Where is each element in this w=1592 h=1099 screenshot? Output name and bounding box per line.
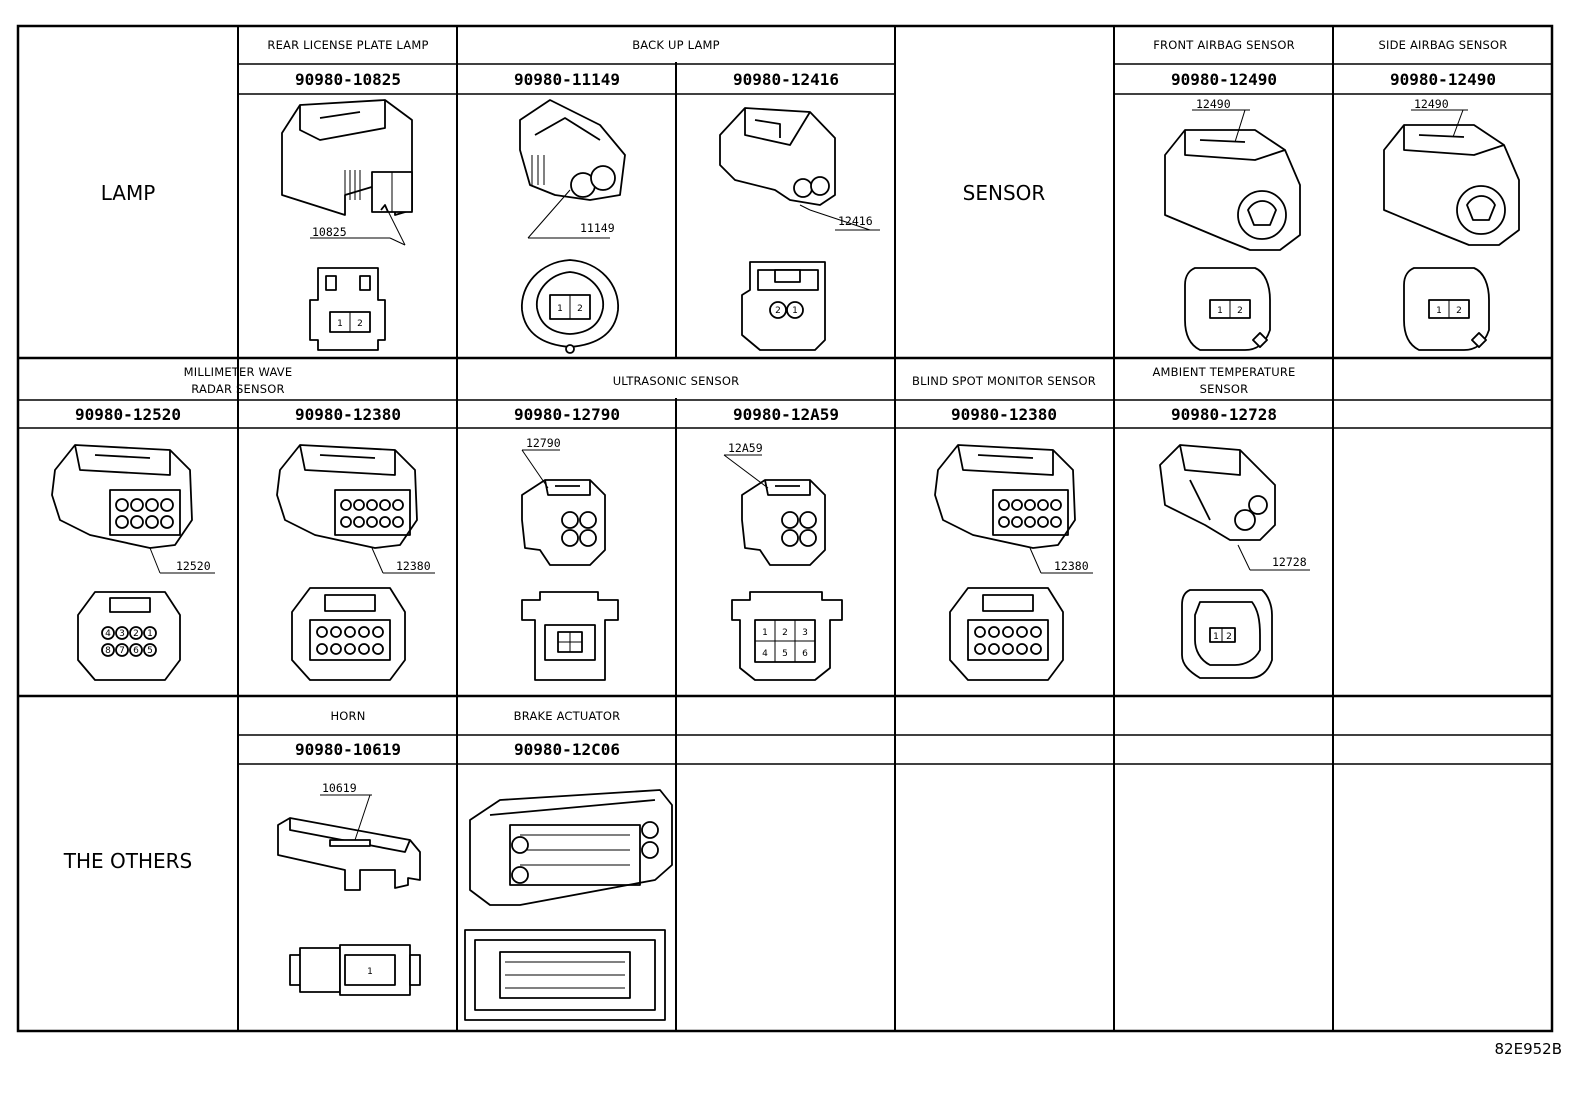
label-ambient-temperature-line1: AMBIENT TEMPERATURE (1152, 365, 1295, 379)
svg-text:3: 3 (802, 628, 808, 638)
callout-11149: 11149 (580, 221, 615, 235)
svg-text:4: 4 (762, 649, 768, 659)
callout-12490-side: 12490 (1414, 97, 1449, 111)
svg-text:2: 2 (1237, 306, 1243, 316)
svg-text:1: 1 (1436, 306, 1442, 316)
callout-12790: 12790 (526, 436, 561, 450)
svg-text:1: 1 (367, 967, 373, 977)
connector-10619-drawing: 10619 (277, 781, 421, 891)
part-number-12380-bsm: 90980-12380 (951, 405, 1057, 424)
svg-text:6: 6 (133, 646, 139, 656)
connector-12C06-drawing (469, 789, 673, 906)
connector-12520-drawing: 12520 (51, 444, 215, 574)
connector-12520-face: 4 3 2 1 8 7 6 5 (77, 591, 181, 681)
drawing-reference-code: 82E952B (1494, 1040, 1563, 1058)
label-blind-spot-monitor-sensor: BLIND SPOT MONITOR SENSOR (912, 374, 1096, 388)
svg-text:4: 4 (105, 629, 111, 639)
category-sensor: SENSOR (963, 181, 1046, 205)
connector-12416-drawing: 12416 (719, 107, 880, 231)
callout-12380-bsm: 12380 (1054, 559, 1089, 573)
svg-text:1: 1 (557, 304, 563, 314)
svg-text:8: 8 (105, 646, 111, 656)
svg-text:3: 3 (119, 629, 125, 639)
connector-12C06-face (464, 929, 666, 1021)
svg-text:1: 1 (337, 319, 343, 329)
label-front-airbag-sensor: FRONT AIRBAG SENSOR (1153, 38, 1295, 52)
category-others: THE OTHERS (63, 849, 192, 873)
callout-12490-front: 12490 (1196, 97, 1231, 111)
part-number-11149: 90980-11149 (514, 70, 620, 89)
connector-12380-radar-face (291, 587, 406, 681)
label-rear-license-plate-lamp: REAR LICENSE PLATE LAMP (267, 38, 428, 52)
callout-12520: 12520 (176, 559, 211, 573)
category-lamp: LAMP (101, 181, 156, 205)
connector-12728-face: 1 2 (1181, 589, 1273, 679)
connector-10825-drawing: 10825 (281, 99, 413, 246)
connector-12A59-drawing: 12A59 (723, 441, 826, 566)
part-number-12490-front: 90980-12490 (1171, 70, 1277, 89)
connector-12416-face: 2 1 (741, 261, 826, 351)
connector-12380-bsm-drawing: 12380 (934, 444, 1093, 574)
label-millimeter-wave-line1: MILLIMETER WAVE (184, 365, 293, 379)
connector-12790-drawing: 12790 (521, 436, 606, 566)
part-number-10619: 90980-10619 (295, 740, 401, 759)
svg-text:1: 1 (147, 629, 153, 639)
connector-12490-side-face: 1 2 (1403, 267, 1490, 351)
svg-text:2: 2 (1456, 306, 1462, 316)
connector-11149-drawing: 11149 (519, 99, 626, 239)
connector-12380-bsm-face (949, 587, 1064, 681)
part-number-12C06: 90980-12C06 (514, 740, 620, 759)
svg-text:6: 6 (802, 649, 808, 659)
svg-text:2: 2 (782, 628, 788, 638)
part-number-12728: 90980-12728 (1171, 405, 1277, 424)
label-ultrasonic-sensor: ULTRASONIC SENSOR (613, 374, 740, 388)
svg-text:1: 1 (1217, 306, 1223, 316)
connector-12A59-face: 1 2 3 4 5 6 (731, 591, 843, 681)
connector-12490-front-face: 1 2 (1184, 267, 1271, 351)
part-number-12790: 90980-12790 (514, 405, 620, 424)
connector-11149-face: 1 2 (521, 259, 619, 354)
callout-12A59: 12A59 (728, 441, 763, 455)
connector-10825-face: 1 2 (309, 267, 386, 351)
part-number-12A59: 90980-12A59 (733, 405, 839, 424)
connector-12490-front-drawing: 12490 (1164, 97, 1301, 251)
svg-text:5: 5 (782, 649, 788, 659)
connector-12380-radar-drawing: 12380 (276, 444, 435, 574)
svg-text:2: 2 (133, 629, 139, 639)
part-number-12416: 90980-12416 (733, 70, 839, 89)
part-number-12380-radar: 90980-12380 (295, 405, 401, 424)
part-number-10825: 90980-10825 (295, 70, 401, 89)
svg-text:2: 2 (577, 304, 583, 314)
svg-text:7: 7 (119, 646, 125, 656)
callout-10619: 10619 (322, 781, 357, 795)
label-brake-actuator: BRAKE ACTUATOR (514, 709, 621, 723)
svg-text:1: 1 (762, 628, 768, 638)
table-grid (16, 24, 1554, 1033)
label-side-airbag-sensor: SIDE AIRBAG SENSOR (1379, 38, 1508, 52)
label-horn: HORN (330, 709, 365, 723)
connector-12790-face (521, 591, 619, 681)
label-back-up-lamp: BACK UP LAMP (632, 38, 720, 52)
callout-12380-radar: 12380 (396, 559, 431, 573)
part-number-12490-side: 90980-12490 (1390, 70, 1496, 89)
callout-12728: 12728 (1272, 555, 1307, 569)
svg-text:2: 2 (1226, 632, 1232, 642)
label-ambient-temperature-line2: SENSOR (1200, 382, 1249, 396)
connector-12490-side-drawing: 12490 (1383, 97, 1520, 246)
part-number-12520: 90980-12520 (75, 405, 181, 424)
callout-12416: 12416 (838, 214, 873, 228)
connector-12728-drawing: 12728 (1159, 444, 1310, 571)
svg-text:1: 1 (792, 306, 798, 316)
svg-text:2: 2 (775, 306, 781, 316)
connector-10619-face: 1 (289, 944, 421, 996)
svg-text:2: 2 (357, 319, 363, 329)
svg-text:5: 5 (147, 646, 153, 656)
callout-10825: 10825 (312, 225, 347, 239)
label-millimeter-wave-line2: RADAR SENSOR (191, 382, 284, 396)
svg-text:1: 1 (1213, 632, 1219, 642)
